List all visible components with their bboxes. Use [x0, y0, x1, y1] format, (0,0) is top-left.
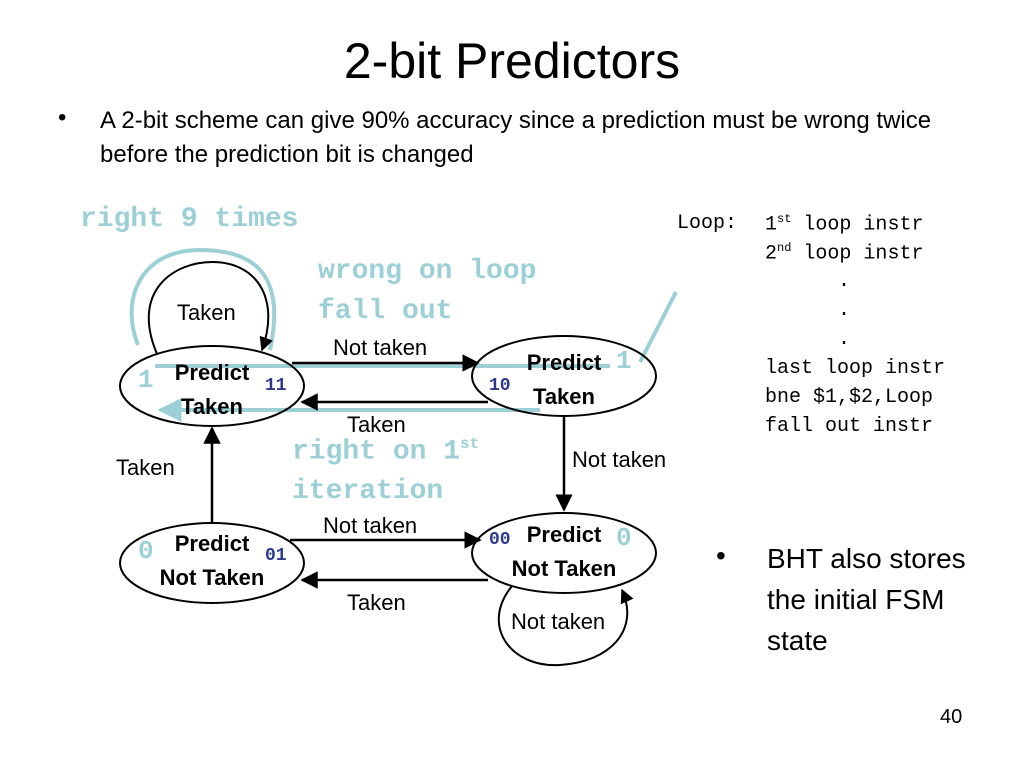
state-00-line2: Not Taken	[511, 556, 617, 581]
annotation-right-9-times: right 9 times	[80, 204, 299, 235]
state-01-line1: Predict	[174, 531, 250, 556]
state-01-code: 01	[265, 546, 287, 566]
state-00-ellipse	[471, 512, 657, 594]
code-line-2: 2nd loop instr	[765, 241, 923, 266]
annotation-wrong-line2: fall out	[318, 296, 453, 327]
state-10-line2: Taken	[533, 384, 595, 409]
edge-label-00-self: Not taken	[511, 609, 606, 634]
edge-label-11-to-10: Not taken	[333, 335, 428, 360]
code-line-fall-out: fall out instr	[765, 415, 934, 438]
state-11-label: Predict Taken	[152, 356, 272, 424]
state-00-label: Predict Not Taken	[489, 518, 639, 586]
state-10-code: 10	[489, 376, 511, 396]
bullet-text-bht: BHT also stores the initial FSM state	[767, 543, 966, 656]
edge-label-10-to-00: Not taken	[572, 447, 667, 472]
state-11-line1: Predict	[174, 360, 250, 385]
code-line-bne: bne $1,$2,Loop	[765, 386, 934, 409]
bullet-marker: •	[58, 104, 67, 131]
state-10-prediction-bit: 1	[616, 346, 632, 376]
state-00-line1: Predict	[526, 522, 602, 547]
bullet-text-accuracy: A 2-bit scheme can give 90% accuracy sin…	[100, 107, 932, 168]
annotation-wrong-line1: wrong on loop	[318, 256, 537, 287]
code-line-2-sup: nd	[777, 241, 792, 255]
state-00-prediction-bit: 0	[616, 523, 632, 553]
code-ellipsis-dot-3: .	[838, 328, 851, 351]
code-ellipsis-dot-1: .	[838, 270, 851, 293]
state-01-prediction-bit: 0	[138, 536, 154, 566]
code-line-1-num: 1	[765, 213, 778, 237]
state-10-label: Predict Taken	[504, 346, 624, 414]
state-00-code: 00	[489, 530, 511, 550]
annotation-loop-curve	[129, 247, 277, 351]
annotation-right-first-text: right on 1	[292, 436, 461, 468]
annotation-diagonal-line	[638, 291, 678, 363]
code-line-2-rest: loop instr	[791, 242, 924, 266]
state-01-line2: Not Taken	[159, 565, 265, 590]
page-number: 40	[940, 706, 963, 728]
edge-label-11-self: Taken	[177, 300, 236, 325]
state-11-prediction-bit: 1	[138, 365, 154, 395]
edge-label-01-to-11: Taken	[116, 455, 175, 480]
self-loop-00	[497, 585, 634, 667]
state-11-code: 11	[265, 376, 287, 396]
state-11-ellipse	[119, 345, 305, 427]
code-line-1: 1st loop instr	[765, 212, 923, 237]
edge-label-00-to-01: Taken	[347, 590, 406, 615]
state-11-line2: Taken	[181, 394, 243, 419]
self-loop-11	[147, 260, 273, 355]
code-line-last: last loop instr	[765, 357, 946, 380]
annotation-right-first: right on 1st	[292, 435, 479, 467]
code-line-1-rest: loop instr	[791, 213, 924, 237]
edge-label-01-to-00: Not taken	[323, 513, 418, 538]
state-01-ellipse	[119, 522, 305, 604]
edge-label-10-to-11: Taken	[347, 412, 406, 437]
state-10-line1: Predict	[526, 350, 602, 375]
annotation-iteration: iteration	[292, 476, 444, 507]
state-01-label: Predict Not Taken	[137, 527, 287, 595]
annotation-right-first-sup: st	[460, 435, 480, 453]
slide-title: 2-bit Predictors	[343, 33, 681, 89]
code-ellipsis-dot-2: .	[838, 299, 851, 322]
code-line-2-num: 2	[765, 242, 778, 266]
bullet-marker-2: •	[716, 540, 726, 571]
code-line-1-sup: st	[777, 212, 792, 226]
code-loop-label: Loop:	[677, 212, 738, 235]
